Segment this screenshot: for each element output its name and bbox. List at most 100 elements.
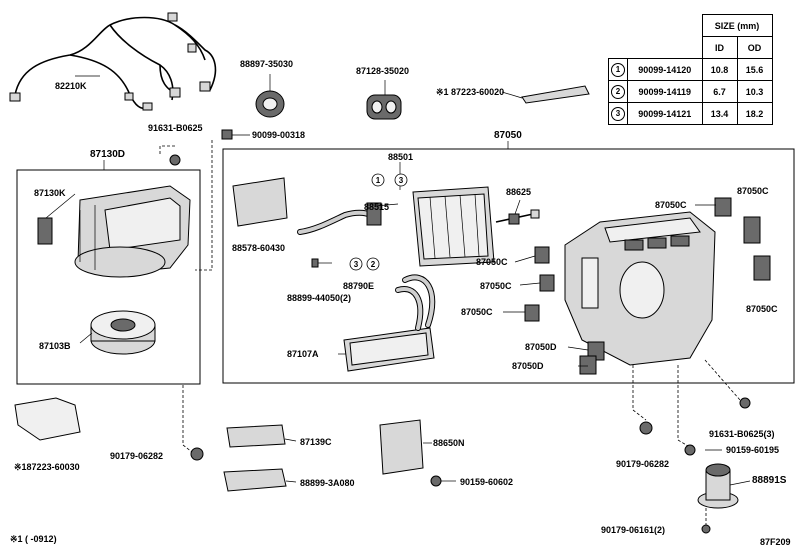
part-label-90179-b: 90179-06282 bbox=[616, 459, 669, 469]
pipe-illustration bbox=[297, 202, 382, 235]
size-row-number: 2 bbox=[611, 84, 625, 99]
size-table: SIZE (mm) ID OD 1 90099-14120 10.8 15.6 … bbox=[608, 14, 773, 125]
part-label-88578: 88578-60430 bbox=[232, 243, 285, 253]
dashed-leader bbox=[704, 359, 741, 401]
svg-text:3: 3 bbox=[399, 176, 404, 185]
dashed-leader bbox=[195, 140, 213, 271]
dashed-leader bbox=[677, 365, 689, 447]
part-label-82210k: 82210K bbox=[55, 81, 87, 91]
callout-3: 3 bbox=[349, 257, 363, 271]
clip-icon bbox=[639, 421, 653, 435]
part-label-91631-a: 91631-B0625 bbox=[148, 123, 203, 133]
clip-icon bbox=[684, 444, 696, 456]
dashed-leader bbox=[182, 385, 193, 453]
part-label-90159-a: 90159-60602 bbox=[460, 477, 513, 487]
leader-line bbox=[729, 480, 751, 486]
part-label-90179-a: 90179-06282 bbox=[110, 451, 163, 461]
svg-text:1: 1 bbox=[376, 176, 381, 185]
servo-actuator-illustration bbox=[524, 197, 771, 375]
size-row-number: 1 bbox=[611, 62, 625, 77]
footnote: ※1 ( -0912) bbox=[10, 534, 57, 544]
bolt-icon bbox=[430, 475, 442, 487]
servo-motor-illustration bbox=[37, 217, 53, 245]
thermistor-illustration bbox=[495, 209, 540, 225]
part-label-87139c: 87139C bbox=[300, 437, 332, 447]
part-label-90159-b: 90159-60195 bbox=[726, 445, 779, 455]
callout-1: 1 bbox=[371, 173, 385, 187]
leader-line bbox=[285, 480, 297, 483]
part-label-88515: 88515 bbox=[364, 202, 389, 212]
part-label-88899-a: 88899-44050(2) bbox=[287, 293, 351, 303]
leader-line bbox=[79, 332, 93, 344]
callout-2: 2 bbox=[366, 257, 380, 271]
part-label-87050c: 87050C bbox=[655, 200, 687, 210]
part-label-87107a: 87107A bbox=[287, 349, 319, 359]
part-label-88891s: 88891S bbox=[752, 475, 787, 486]
evaporator-illustration bbox=[412, 186, 495, 267]
wire-harness-illustration bbox=[9, 12, 217, 111]
seal-illustration bbox=[366, 94, 402, 120]
part-label-91631-b: 91631-B0625(3) bbox=[709, 429, 775, 439]
part-label-87223-a: ※1 87223-60020 bbox=[436, 87, 504, 97]
actuator-illustration bbox=[697, 463, 739, 509]
part-label-87050: 87050 bbox=[494, 130, 522, 141]
part-label-87050c: 87050C bbox=[737, 186, 769, 196]
amplifier-illustration bbox=[379, 419, 424, 475]
part-label-87050d: 87050D bbox=[525, 342, 557, 352]
part-label-87050c: 87050C bbox=[746, 304, 778, 314]
size-row-od: 18.2 bbox=[736, 102, 773, 125]
svg-text:3: 3 bbox=[354, 260, 359, 269]
air-filter-illustration bbox=[223, 424, 287, 492]
dashed-leader bbox=[159, 145, 175, 155]
duct-strip-illustration bbox=[521, 85, 590, 104]
leader-line bbox=[519, 282, 541, 286]
part-label-90179-c: 90179-06161(2) bbox=[601, 525, 665, 535]
screw-icon bbox=[311, 258, 332, 268]
heater-case-illustration bbox=[564, 211, 716, 366]
heater-core-illustration bbox=[343, 274, 436, 372]
part-label-87050c: 87050C bbox=[476, 257, 508, 267]
leader-line bbox=[514, 199, 521, 215]
duct-cover-illustration bbox=[14, 397, 81, 441]
part-label-88899-b: 88899-3A080 bbox=[300, 478, 355, 488]
part-label-88650n: 88650N bbox=[433, 438, 465, 448]
size-table-row: 3 90099-14121 13.4 18.2 bbox=[608, 102, 773, 125]
leader-line bbox=[45, 193, 76, 219]
size-row-number: 3 bbox=[611, 106, 625, 121]
grommet-illustration bbox=[255, 90, 285, 118]
leader-line bbox=[514, 255, 536, 263]
callout-3: 3 bbox=[394, 173, 408, 187]
bolt-icon bbox=[221, 129, 250, 140]
part-label-87050d: 87050D bbox=[512, 361, 544, 371]
leader-line bbox=[501, 91, 523, 99]
leader-line bbox=[374, 203, 399, 207]
leader-line bbox=[284, 438, 297, 442]
size-row-id: 13.4 bbox=[701, 102, 738, 125]
filter-pad-illustration bbox=[232, 177, 288, 227]
part-label-88501: 88501 bbox=[388, 152, 413, 162]
part-label-87050c: 87050C bbox=[461, 307, 493, 317]
heater-unit-frame bbox=[222, 148, 795, 384]
part-label-87130d: 87130D bbox=[90, 149, 125, 160]
nut-icon bbox=[701, 524, 711, 534]
clip-icon bbox=[190, 447, 204, 461]
part-label-90099: 90099-00318 bbox=[252, 130, 305, 140]
nut-icon bbox=[169, 154, 181, 166]
part-label-87103b: 87103B bbox=[39, 341, 71, 351]
svg-text:2: 2 bbox=[371, 260, 376, 269]
part-label-88625: 88625 bbox=[506, 187, 531, 197]
bolt-icon bbox=[739, 397, 751, 409]
part-label-87130k: 87130K bbox=[34, 188, 66, 198]
diagram-code: 87F209 bbox=[760, 537, 791, 547]
part-label-87128: 87128-35020 bbox=[356, 66, 409, 76]
blower-motor-illustration bbox=[90, 310, 156, 355]
part-label-88790e: 88790E bbox=[343, 281, 374, 291]
dashed-leader bbox=[632, 365, 647, 421]
leader-line bbox=[567, 346, 589, 351]
part-label-87050c: 87050C bbox=[480, 281, 512, 291]
blower-case-illustration bbox=[74, 185, 191, 278]
part-label-88897: 88897-35030 bbox=[240, 59, 293, 69]
blower-unit-frame bbox=[16, 169, 201, 385]
part-label-87223-b: ※187223-60030 bbox=[14, 462, 80, 472]
